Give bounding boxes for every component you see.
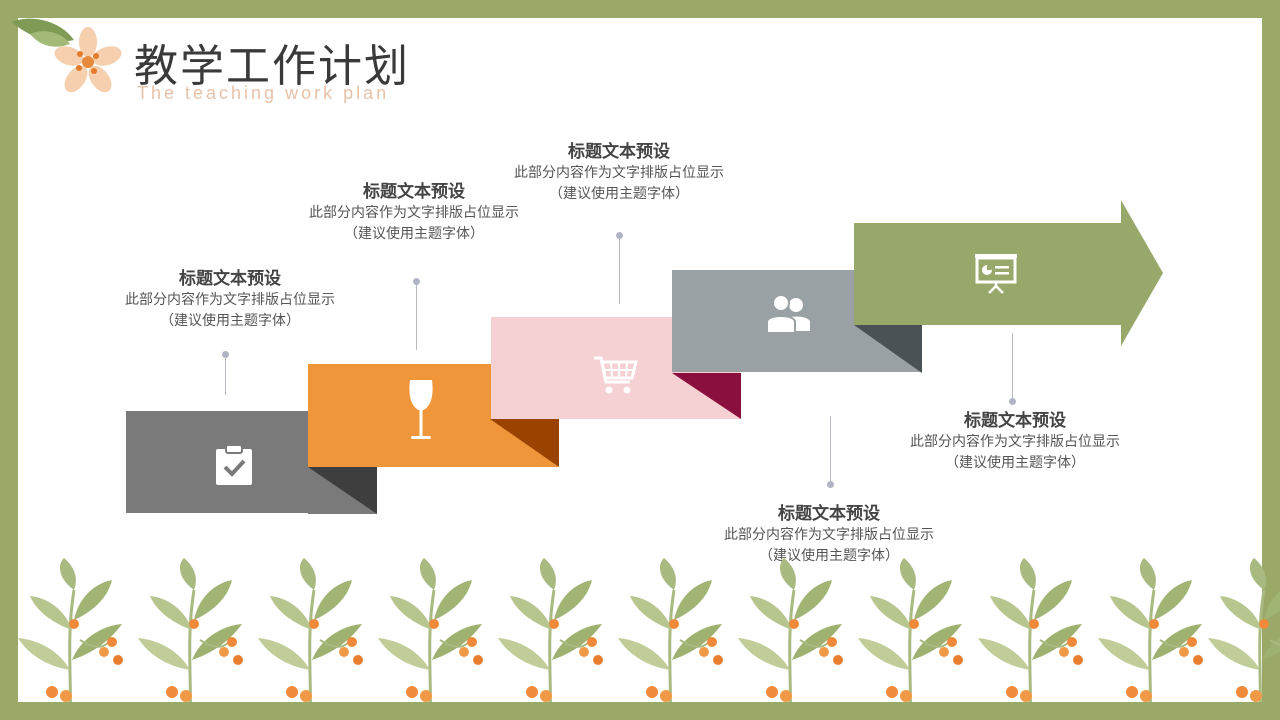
connector-dot-1 bbox=[222, 351, 229, 358]
connector-line-4 bbox=[830, 416, 831, 484]
connector-dot-2 bbox=[413, 278, 420, 285]
connector-line-2 bbox=[416, 284, 417, 350]
connector-line-1 bbox=[225, 357, 226, 395]
step-body-2-line2: （建议使用主题字体） bbox=[344, 226, 484, 242]
step-fold-4 bbox=[854, 325, 922, 373]
step-text-4: 标题文本预设 此部分内容作为文字排版占位显示 （建议使用主题字体） bbox=[699, 503, 959, 567]
step-fold-1 bbox=[308, 467, 377, 514]
step-body-5-line2: （建议使用主题字体） bbox=[945, 455, 1085, 471]
step-fold-2 bbox=[490, 419, 559, 467]
frame-bottom-strip bbox=[0, 702, 1280, 720]
connector-line-3 bbox=[619, 238, 620, 304]
step-text-1: 标题文本预设 此部分内容作为文字排版占位显示 （建议使用主题字体） bbox=[100, 268, 360, 332]
step-text-2: 标题文本预设 此部分内容作为文字排版占位显示 （建议使用主题字体） bbox=[284, 181, 544, 245]
step-body-3-line2: （建议使用主题字体） bbox=[549, 186, 689, 202]
connector-dot-4 bbox=[827, 481, 834, 488]
users-icon bbox=[766, 294, 810, 334]
step-title-2: 标题文本预设 bbox=[363, 182, 465, 202]
connector-dot-5 bbox=[1009, 398, 1016, 405]
step-body-5-line1: 此部分内容作为文字排版占位显示 bbox=[910, 434, 1120, 450]
page-subtitle: The teaching work plan bbox=[137, 83, 390, 103]
step-fold-3 bbox=[672, 373, 741, 419]
step-body-4-line2: （建议使用主题字体） bbox=[759, 548, 899, 564]
step-text-3: 标题文本预设 此部分内容作为文字排版占位显示 （建议使用主题字体） bbox=[489, 141, 749, 205]
wine-glass-icon bbox=[409, 380, 433, 439]
step-title-1: 标题文本预设 bbox=[179, 269, 281, 289]
step-title-4: 标题文本预设 bbox=[778, 504, 880, 524]
flower-decoration-icon bbox=[12, 18, 122, 93]
step-title-5: 标题文本预设 bbox=[964, 411, 1066, 431]
step-body-4-line1: 此部分内容作为文字排版占位显示 bbox=[724, 527, 934, 543]
connector-line-5 bbox=[1012, 333, 1013, 401]
clipboard-check-icon bbox=[216, 444, 252, 485]
step-body-1-line2: （建议使用主题字体） bbox=[160, 313, 300, 329]
step-body-1-line1: 此部分内容作为文字排版占位显示 bbox=[125, 292, 335, 308]
step-text-5: 标题文本预设 此部分内容作为文字排版占位显示 （建议使用主题字体） bbox=[885, 410, 1145, 474]
plant-border-decoration bbox=[18, 556, 1280, 720]
step-body-2-line1: 此部分内容作为文字排版占位显示 bbox=[309, 205, 519, 221]
connector-dot-3 bbox=[616, 232, 623, 239]
step-body-3-line1: 此部分内容作为文字排版占位显示 bbox=[514, 165, 724, 181]
step-title-3: 标题文本预设 bbox=[568, 142, 670, 162]
shopping-cart-icon bbox=[594, 356, 638, 394]
presentation-board-icon bbox=[975, 254, 1017, 294]
page-title: 教学工作计划 bbox=[134, 41, 410, 92]
